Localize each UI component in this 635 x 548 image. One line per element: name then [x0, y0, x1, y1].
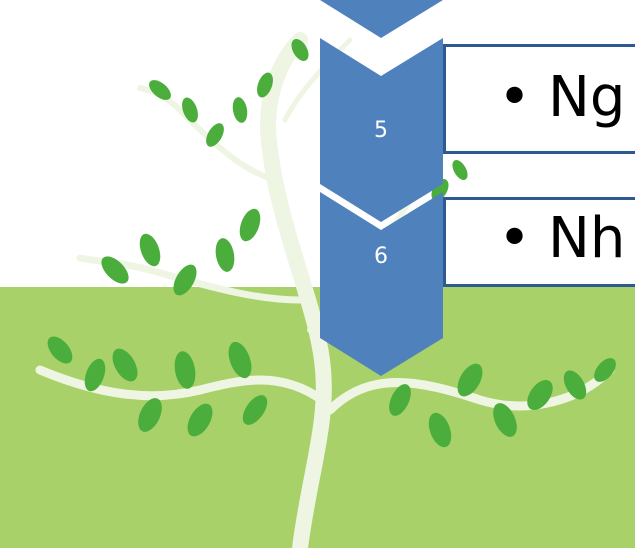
- callout-step-6: Nh: [443, 197, 635, 287]
- chevron-step-top: [320, 0, 443, 38]
- callout-step-6-text: Nh: [498, 204, 626, 274]
- step-number-5: 5: [374, 118, 388, 143]
- chevron-step-6: [320, 192, 443, 376]
- callout-step-5-text: Ng: [498, 63, 626, 133]
- callout-step-5: Ng: [443, 44, 635, 154]
- chevron-step-5: [320, 38, 443, 222]
- step-number-6: 6: [374, 244, 388, 269]
